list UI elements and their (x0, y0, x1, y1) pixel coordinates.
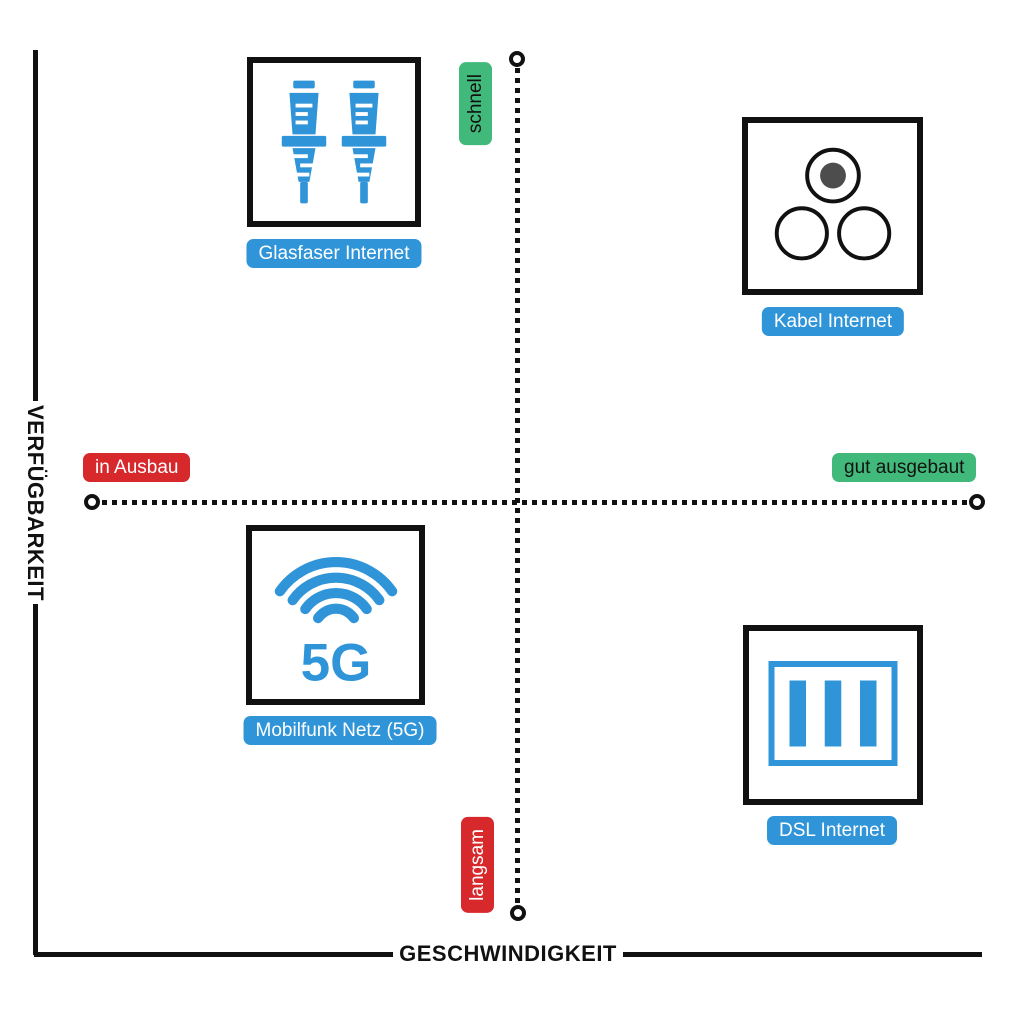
speed-axis-dotted-line (515, 68, 520, 906)
glasfaser-label: Glasfaser Internet (246, 239, 422, 268)
availability-high-tag: gut ausgebaut (832, 453, 977, 482)
speed-low-tag: langsam (461, 817, 494, 913)
5g-text: 5G (300, 634, 371, 693)
fiber-connector-icon (281, 80, 327, 204)
coax-pin-dot (819, 162, 846, 189)
x-axis: GESCHWINDIGKEIT (34, 941, 983, 967)
y-axis-label: VERFÜGBARKEIT (23, 404, 48, 601)
wifi-5g-icon: 5G (274, 557, 397, 693)
availability-axis-left-ring (84, 494, 100, 510)
y-axis: VERFÜGBARKEIT (22, 50, 48, 956)
availability-low-tag: in Ausbau (83, 453, 191, 482)
dsl-box (743, 625, 923, 805)
availability-axis-right-ring (969, 494, 985, 510)
kabel-box (742, 117, 923, 295)
y-axis-line-bottom (32, 604, 38, 956)
dsl-label: DSL Internet (767, 816, 897, 845)
mobilfunk-box: 5G (246, 525, 425, 705)
speed-axis-top-ring (509, 51, 525, 67)
x-axis-line-right (622, 951, 983, 957)
kabel-label: Kabel Internet (761, 307, 905, 336)
speed-axis-bottom-ring (510, 905, 526, 921)
glasfaser-box (247, 57, 421, 227)
coax-ports-icon (774, 147, 891, 261)
x-axis-line-left (34, 951, 394, 957)
mobilfunk-label: Mobilfunk Netz (5G) (243, 716, 437, 745)
x-axis-label: GESCHWINDIGKEIT (399, 941, 617, 966)
fiber-connector-icon (341, 80, 387, 204)
availability-axis-dotted-line (102, 500, 968, 505)
dsl-bars-icon (768, 661, 898, 766)
y-axis-line-top (32, 50, 38, 401)
speed-high-tag: schnell (459, 62, 492, 146)
